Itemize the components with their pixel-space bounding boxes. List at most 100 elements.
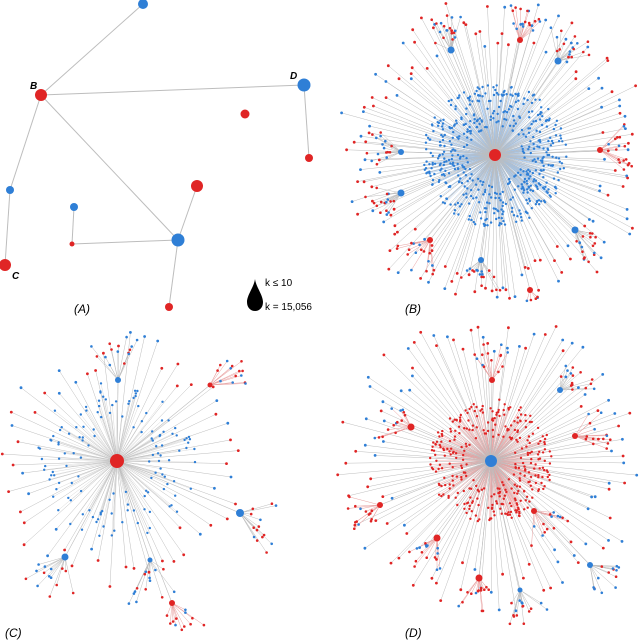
node-red — [521, 605, 524, 608]
node-blue — [449, 150, 453, 153]
node-blue — [187, 435, 191, 439]
edge — [490, 460, 611, 519]
node-blue — [459, 15, 462, 19]
edge — [20, 387, 118, 462]
node-red — [497, 370, 500, 374]
node-blue — [81, 436, 85, 439]
node-red — [543, 459, 546, 462]
node-blue — [586, 507, 590, 511]
node-blue — [462, 193, 465, 196]
node-blue — [493, 191, 497, 195]
node-red — [396, 230, 399, 234]
node-blue — [523, 97, 526, 100]
node-red — [542, 588, 546, 592]
edge — [490, 400, 609, 462]
node-blue — [618, 104, 622, 108]
node-red — [236, 449, 240, 452]
edge — [516, 589, 521, 616]
edge — [116, 406, 139, 462]
node-blue — [484, 218, 487, 222]
node-blue — [161, 473, 164, 476]
edge — [494, 78, 576, 156]
edge — [51, 460, 118, 476]
node-blue — [499, 199, 502, 202]
node-blue — [132, 592, 136, 595]
edge — [11, 425, 118, 462]
edge — [379, 154, 496, 173]
node-red — [0, 452, 4, 456]
edge — [494, 113, 621, 156]
node-red — [403, 413, 407, 417]
node-blue — [81, 513, 85, 516]
node-red — [507, 326, 510, 330]
node-blue — [531, 110, 534, 113]
node-red — [518, 514, 521, 518]
node-blue — [382, 220, 386, 224]
edge — [116, 439, 231, 462]
edge — [494, 154, 627, 177]
node-blue — [546, 148, 550, 152]
edge — [355, 504, 381, 507]
edge — [448, 100, 496, 156]
node-red — [450, 31, 454, 35]
node-blue — [453, 209, 457, 212]
node-blue — [99, 511, 103, 514]
node-blue — [597, 76, 600, 80]
node-blue — [136, 389, 139, 393]
node-red — [407, 423, 415, 431]
node-blue — [439, 144, 442, 147]
node-red — [492, 510, 495, 513]
edge — [456, 154, 496, 274]
edge — [421, 17, 496, 156]
node-blue — [475, 357, 479, 361]
node-blue — [511, 206, 514, 210]
node-blue — [538, 130, 542, 134]
node-red — [182, 553, 186, 557]
edge — [375, 455, 492, 462]
node-blue — [539, 183, 542, 187]
node-red — [462, 21, 466, 25]
node-red — [474, 514, 478, 517]
node-red — [509, 424, 513, 427]
node-blue — [495, 217, 498, 221]
node-blue — [517, 185, 520, 188]
node-blue — [545, 608, 549, 611]
edge — [427, 68, 496, 156]
node-red — [468, 487, 471, 490]
node-red — [440, 432, 444, 436]
node-blue — [463, 145, 466, 149]
node-red — [595, 270, 599, 274]
node-blue — [370, 159, 374, 163]
node-red — [419, 330, 423, 334]
node-blue — [511, 196, 515, 199]
node-blue — [499, 192, 502, 196]
edge — [480, 259, 495, 278]
node-blue — [145, 411, 148, 415]
edge — [116, 460, 227, 464]
edge — [574, 423, 591, 437]
node-red — [581, 250, 584, 253]
node-blue — [445, 160, 448, 163]
node-red — [94, 369, 97, 372]
node-blue — [98, 534, 101, 537]
node-red — [372, 104, 375, 108]
edge — [209, 360, 228, 386]
node-blue — [69, 522, 72, 526]
node-red — [525, 445, 528, 448]
edge — [519, 589, 542, 604]
edge — [450, 49, 496, 156]
node-blue — [96, 411, 99, 414]
node-blue — [535, 185, 539, 188]
node-red — [362, 105, 366, 109]
edge — [372, 97, 496, 156]
edge — [480, 460, 492, 591]
node-blue — [140, 420, 144, 423]
node-blue — [538, 146, 541, 149]
node-blue — [111, 403, 114, 407]
edge — [411, 73, 496, 156]
node-red — [616, 136, 619, 139]
edge — [348, 504, 381, 509]
node-blue — [519, 168, 522, 171]
node-red — [588, 421, 592, 425]
node-blue — [500, 343, 503, 347]
